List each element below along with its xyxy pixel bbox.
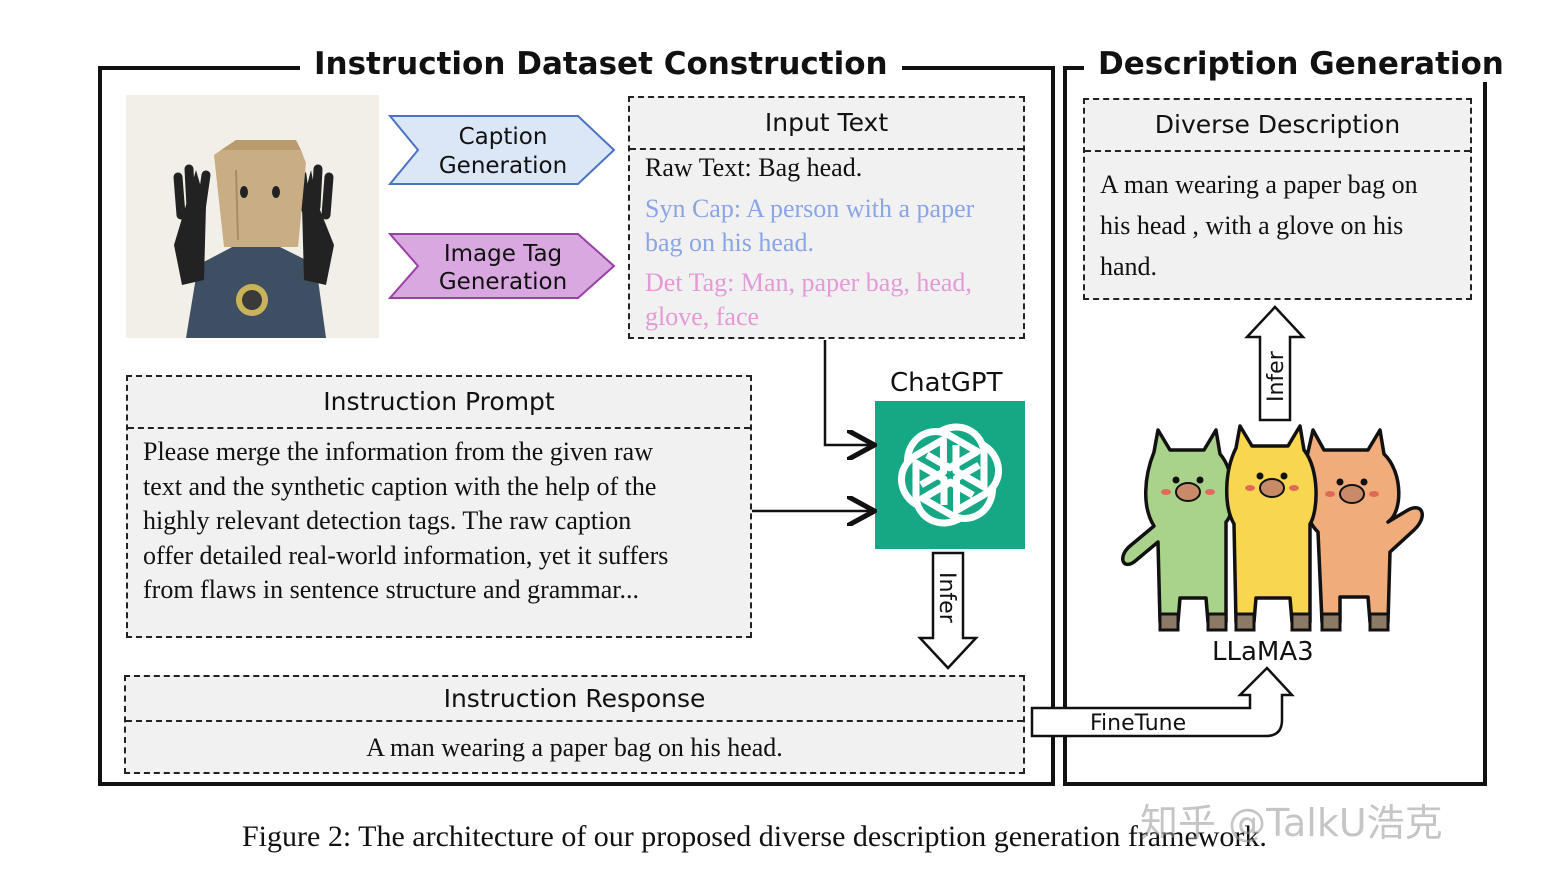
chatgpt-label: ChatGPT (890, 368, 1003, 398)
llama3-label: LLaMA3 (1212, 637, 1314, 667)
diverse-line-2: his head , with a glove on his (1100, 211, 1404, 240)
input-text-title: Input Text (630, 98, 1023, 150)
instruction-response-title: Instruction Response (126, 677, 1023, 722)
figure-caption: Figure 2: The architecture of our propos… (242, 820, 1267, 853)
tag-step-label-1: Image Tag (444, 241, 562, 267)
prompt-line-2: text and the synthetic caption with the … (143, 472, 657, 501)
caption-step-label-2: Generation (439, 153, 567, 179)
det-tag-line-2: glove, face (645, 302, 760, 331)
paper-bag-head-photo (126, 95, 379, 338)
det-tag-line-1: Det Tag: Man, paper bag, head, (645, 268, 972, 297)
prompt-line-3: highly relevant detection tags. The raw … (143, 506, 632, 535)
input-text-box: Input Text Raw Text: Bag head. Syn Cap: … (628, 96, 1025, 339)
watermark: 知乎 @TalkU浩克 (1140, 801, 1443, 845)
image-tag-generation-step: Image Tag Generation (388, 233, 616, 299)
chatgpt-infer-arrow (917, 551, 979, 670)
input-to-chatgpt-arrow (823, 340, 872, 445)
diverse-line-3: hand. (1100, 252, 1158, 281)
diverse-description-title: Diverse Description (1085, 100, 1470, 152)
prompt-line-1: Please merge the information from the gi… (143, 437, 653, 466)
openai-logo-icon (898, 423, 1002, 527)
raw-text-line: Raw Text: Bag head. (645, 153, 863, 182)
finetune-label: FineTune (1090, 711, 1186, 736)
prompt-line-5: from flaws in sentence structure and gra… (143, 575, 639, 604)
prompt-line-4: offer detailed real-world information, y… (143, 541, 669, 570)
finetune-arrow (1030, 666, 1295, 738)
tag-step-label-2: Generation (439, 269, 567, 295)
caption-step-label-1: Caption (459, 124, 548, 150)
syn-cap-line-2: bag on his head. (645, 228, 814, 257)
diverse-description-box: Diverse Description A man wearing a pape… (1083, 98, 1472, 300)
llama-infer-arrow (1244, 305, 1306, 422)
left-panel-title: Instruction Dataset Construction (300, 46, 902, 82)
right-panel-title: Description Generation (1084, 46, 1518, 82)
syn-cap-line-1: Syn Cap: A person with a paper (645, 194, 975, 223)
diverse-line-1: A man wearing a paper bag on (1100, 170, 1418, 199)
instruction-response-text: A man wearing a paper bag on his head. (366, 733, 783, 762)
caption-generation-chevron (388, 115, 616, 185)
instruction-prompt-title: Instruction Prompt (128, 377, 750, 429)
instruction-prompt-box: Instruction Prompt Please merge the info… (126, 375, 752, 638)
image-tag-generation-chevron (388, 233, 616, 299)
chatgpt-infer-label: Infer (934, 572, 959, 624)
llama-infer-label: Infer (1264, 350, 1289, 402)
chatgpt-logo-box (875, 401, 1025, 549)
caption-generation-step: Caption Generation (388, 115, 616, 185)
instruction-response-box: Instruction Response A man wearing a pap… (124, 675, 1025, 774)
three-alpacas-icon (1121, 424, 1424, 632)
